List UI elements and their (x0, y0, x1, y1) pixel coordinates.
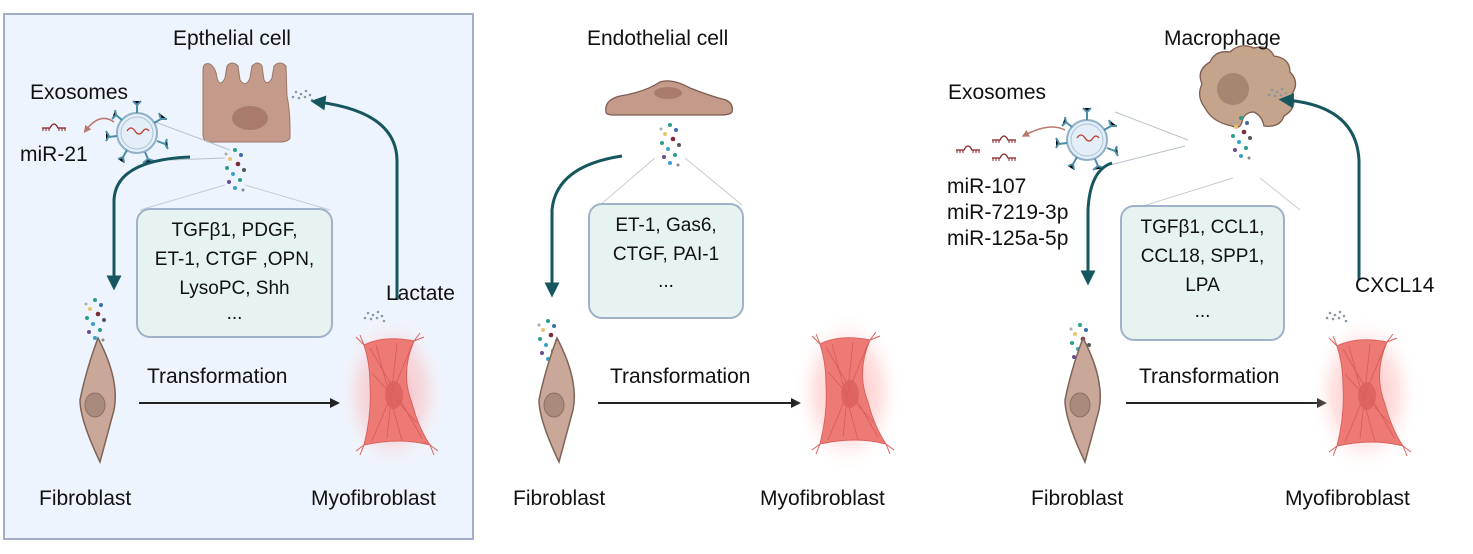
mirna-label: miR-21 (20, 143, 88, 166)
epithelial-cell-icon (202, 62, 291, 143)
feedback-label: CXCL14 (1355, 274, 1435, 297)
source-cell-label: Epthelial cell (173, 27, 291, 50)
fibroblast-label: Fibroblast (39, 487, 132, 510)
nucleus-icon (232, 106, 268, 130)
nucleus-icon (654, 87, 682, 99)
fibroblast-icon (1064, 337, 1102, 463)
fibroblast-label: Fibroblast (513, 487, 606, 510)
mirna-label: miR-107 (947, 175, 1027, 198)
factors-box: TGFβ1, PDGF, ET-1, CTGF ,OPN, LysoPC, Sh… (136, 208, 333, 338)
lactate-feedback-arrow (310, 95, 399, 300)
mirna-label: miR-7219-3p (947, 201, 1069, 224)
cxcl14-feedback-arrow (1278, 93, 1361, 280)
exosomes-label: Exosomes (948, 81, 1047, 104)
myofibroblast-label: Myofibroblast (311, 487, 436, 510)
factors-box: ET-1, Gas6, CTGF, PAI-1 ... (588, 203, 744, 319)
factor-line: TGFβ1, PDGF, (171, 220, 298, 241)
feedback-label: Lactate (386, 282, 455, 305)
factor-line: ... (1194, 301, 1211, 322)
paracrine-arrow (106, 155, 191, 291)
mirna-icon (991, 153, 1017, 162)
fibroblast-label: Fibroblast (1031, 487, 1124, 510)
source-cell-label: Endothelial cell (587, 27, 729, 50)
factor-line: TGFβ1, CCL1, (1140, 217, 1265, 238)
factor-line: ... (658, 271, 674, 292)
mirna-icon (955, 145, 981, 154)
factor-line: CTGF, PAI-1 (612, 244, 720, 265)
transformation-label: Transformation (1139, 365, 1280, 388)
paracrine-arrow (544, 154, 623, 298)
factor-line: CCL18, SPP1, (1140, 246, 1265, 267)
factors-box: TGFβ1, CCL1, CCL18, SPP1, LPA ... (1120, 205, 1285, 341)
transformation-label: Transformation (610, 365, 751, 388)
factor-line: ET-1, CTGF ,OPN, (154, 249, 315, 270)
nucleus-icon (1217, 73, 1249, 105)
factor-line: LysoPC, Shh (179, 278, 290, 299)
transformation-label: Transformation (147, 365, 288, 388)
exosomes-label: Exosomes (30, 81, 129, 104)
myofibroblast-label: Myofibroblast (1285, 487, 1410, 510)
mirna-release-arrow (1021, 126, 1066, 137)
mirna-label: miR-125a-5p (947, 227, 1069, 250)
factor-line: LPA (1185, 275, 1220, 296)
mirna-release-arrow (83, 117, 115, 133)
source-cell-label: Macrophage (1164, 27, 1281, 50)
mirna-icon (991, 135, 1017, 144)
myofibroblast-label: Myofibroblast (760, 487, 885, 510)
paracrine-arrow (1080, 161, 1113, 286)
factor-line: ET-1, Gas6, (615, 215, 717, 236)
myofibroblast-icon (1309, 313, 1421, 475)
exosome-icon (1055, 107, 1119, 171)
factor-line: ... (226, 303, 243, 324)
